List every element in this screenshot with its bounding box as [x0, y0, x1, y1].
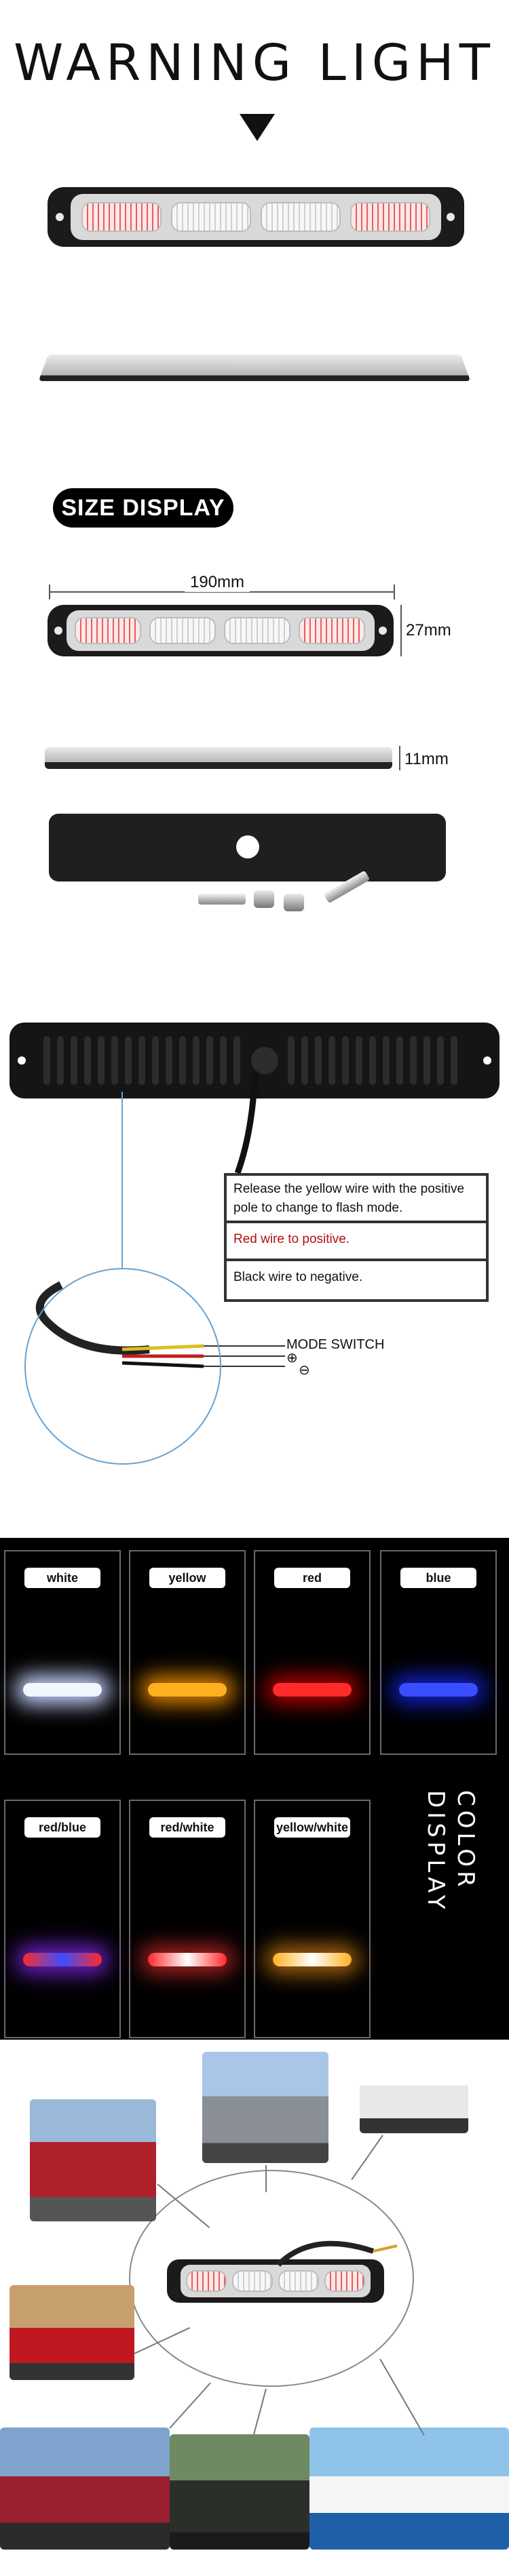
connector-line: [252, 2388, 267, 2435]
led-lens-4: [324, 2270, 365, 2292]
led-lens-1: [75, 617, 141, 644]
connector-line: [265, 2165, 267, 2192]
connector-line: [379, 2358, 425, 2436]
size-display-label: SIZE DISPLAY: [53, 488, 233, 528]
led-lens-4: [350, 202, 430, 232]
length-tick-left: [49, 584, 50, 599]
offroad-jeep-photo: [170, 2434, 309, 2550]
led-lens-2: [149, 617, 216, 644]
red-pickup-side-photo: [10, 2285, 134, 2380]
mode-switch-label: MODE SWITCH: [286, 1337, 385, 1352]
black-wire-note: Black wire to negative.: [233, 1270, 363, 1284]
divider: [227, 1221, 486, 1223]
hex-nut: [254, 890, 274, 908]
gasket-hole: [236, 835, 259, 858]
color-label: white: [24, 1568, 100, 1588]
red-wire-note: Red wire to positive.: [233, 1232, 350, 1246]
white-pickup-photo: [360, 2074, 468, 2133]
center-cable: [276, 2240, 398, 2267]
color-cell-red: red: [254, 1550, 371, 1755]
mount-hole-right: [379, 627, 387, 635]
led-lens-1: [81, 202, 162, 232]
glow-red-white: [148, 1953, 227, 1966]
light-bar-side-view: [38, 354, 471, 382]
light-bar-front-view: [48, 187, 464, 247]
led-lens-2: [171, 202, 251, 232]
length-dimension-line: [49, 591, 395, 593]
divider: [227, 1259, 486, 1261]
minus-symbol-icon: ⊖: [299, 1363, 310, 1378]
color-display-panel: white yellow red blue red/blue red/white…: [0, 1538, 509, 2040]
silver-pickup-photo: [202, 2052, 328, 2163]
color-label: blue: [400, 1568, 476, 1588]
mount-hole-right: [483, 1056, 491, 1065]
color-display-title: COLOR DISPLAY: [422, 1790, 479, 1914]
red-truck-rear-photo: [30, 2099, 156, 2221]
bolt-screw: [198, 894, 246, 905]
led-lens-1: [186, 2270, 227, 2292]
light-bar-dimension-view: [48, 605, 394, 656]
glow-red-blue: [23, 1953, 102, 1966]
color-cell-yellow: yellow: [129, 1550, 246, 1755]
color-cell-blue: blue: [380, 1550, 497, 1755]
length-value: 190mm: [185, 573, 250, 592]
color-label: yellow/white: [274, 1817, 350, 1838]
mount-hole-left: [18, 1056, 26, 1065]
connector-line: [169, 2382, 211, 2429]
semi-truck-photo: [0, 2428, 170, 2550]
hex-nut: [284, 894, 304, 911]
connector-line: [351, 2135, 383, 2181]
color-label: red/white: [149, 1817, 225, 1838]
width-value: 27mm: [406, 621, 451, 639]
color-label: red/blue: [24, 1817, 100, 1838]
length-tick-right: [394, 584, 395, 599]
color-cell-yellow-white: yellow/white: [254, 1800, 371, 2038]
color-label: yellow: [149, 1568, 225, 1588]
color-cell-red-white: red/white: [129, 1800, 246, 2038]
wire-zoom-circle: [24, 1268, 221, 1465]
led-lens-4: [299, 617, 365, 644]
yellow-wire-note: Release the yellow wire with the positiv…: [233, 1182, 465, 1215]
cruise-ship-photo: [309, 2428, 509, 2550]
color-label: red: [274, 1568, 350, 1588]
glow-white: [23, 1683, 102, 1697]
color-cell-red-blue: red/blue: [4, 1800, 121, 2038]
width-dimension-line: [400, 605, 402, 656]
glow-yellow: [148, 1683, 227, 1697]
color-cell-white: white: [4, 1550, 121, 1755]
height-value: 11mm: [404, 750, 449, 768]
led-lens-2: [232, 2270, 273, 2292]
glow-yellow-white: [273, 1953, 352, 1966]
mount-hole-right: [447, 213, 455, 221]
page-title: WARNING LIGHT: [14, 34, 495, 92]
application-ellipse: [129, 2170, 414, 2387]
led-lens-3: [261, 202, 341, 232]
rubber-gasket: [49, 814, 446, 881]
mount-hole-left: [54, 627, 62, 635]
height-dimension-line: [399, 746, 400, 770]
plus-symbol-icon: ⊕: [286, 1351, 298, 1366]
led-lens-3: [278, 2270, 319, 2292]
light-bar-height-view: [45, 747, 392, 769]
cable-gland: [251, 1047, 278, 1074]
led-lens-3: [224, 617, 290, 644]
glow-red: [273, 1683, 352, 1697]
wiring-instructions-box: Release the yellow wire with the positiv…: [224, 1173, 489, 1302]
light-bar-center-view: [167, 2259, 384, 2303]
mount-hole-left: [56, 213, 64, 221]
glow-blue: [399, 1683, 478, 1697]
down-arrow-icon: [240, 114, 275, 141]
